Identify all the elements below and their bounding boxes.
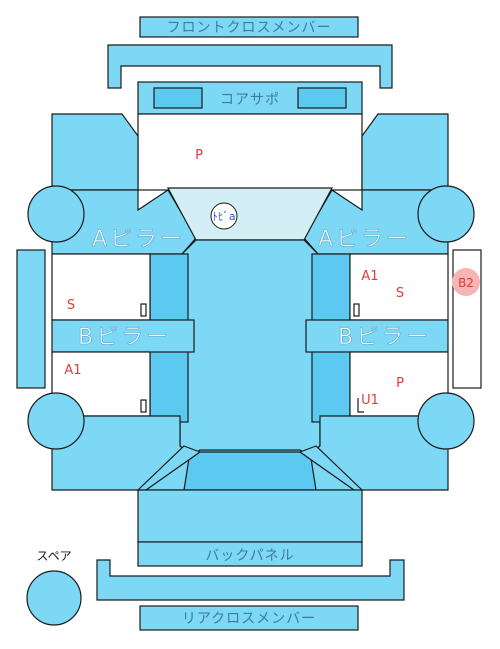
front-bumper[interactable]	[107, 44, 393, 89]
left-side-sill[interactable]	[16, 249, 46, 389]
right-front-door-handle[interactable]	[353, 303, 360, 317]
hood-mark: P	[195, 148, 203, 163]
hood[interactable]: P	[137, 113, 363, 191]
back-panel[interactable]: バックパネル	[137, 541, 363, 567]
left-rear-wheel[interactable]	[27, 392, 85, 450]
right-a-pillar-label: Aピラー	[318, 227, 411, 252]
right-rear-door[interactable]: U1 P	[349, 351, 449, 417]
rear-bumper[interactable]	[96, 559, 405, 601]
back-panel-label: バックパネル	[205, 548, 294, 564]
spare-tire[interactable]: スペア	[26, 549, 82, 626]
windshield[interactable]: ﾄﾋﾞa	[166, 187, 334, 241]
front-cross-member[interactable]: フロントクロスメンバー	[139, 16, 359, 38]
right-front-door-mark-a1: A1	[361, 269, 378, 284]
left-front-fender[interactable]	[51, 113, 139, 191]
roof[interactable]	[179, 239, 321, 463]
right-front-fender[interactable]	[361, 113, 449, 191]
rear-window[interactable]	[183, 451, 317, 491]
left-b-pillar-label: Bピラー	[78, 325, 171, 350]
rear-cross-member[interactable]: リアクロスメンバー	[139, 605, 359, 631]
b2-badge-label: B2	[458, 276, 474, 290]
core-support-label: コアサポ	[220, 92, 280, 108]
left-front-wheel[interactable]	[27, 185, 85, 243]
right-rear-wheel[interactable]	[417, 392, 475, 450]
left-front-door-mark: S	[67, 298, 75, 313]
left-headlight[interactable]	[153, 87, 203, 109]
core-support[interactable]: コアサポ	[137, 81, 363, 115]
right-front-wheel[interactable]	[417, 185, 475, 243]
right-rear-door-mark-p: P	[396, 376, 404, 391]
left-b-pillar[interactable]: Bピラー	[51, 319, 195, 353]
left-front-door[interactable]: S	[51, 253, 151, 321]
windshield-code-circle	[210, 202, 238, 230]
right-b-pillar[interactable]: Bピラー	[305, 319, 449, 353]
windshield-code: ﾄﾋﾞa	[212, 210, 235, 223]
right-headlight[interactable]	[297, 87, 347, 109]
left-rear-door-handle[interactable]	[140, 399, 147, 413]
right-rear-door-mark-u1: U1	[361, 393, 379, 408]
left-a-pillar-label: Aピラー	[92, 227, 185, 252]
right-a-pillar[interactable]: Aピラー	[303, 189, 449, 255]
spare-tire-label: スペア	[36, 549, 71, 563]
right-front-door-mark-s: S	[396, 286, 404, 301]
rear-cross-member-label: リアクロスメンバー	[182, 611, 316, 627]
rear-body[interactable]	[137, 489, 363, 543]
right-front-door[interactable]: A1 S	[349, 253, 449, 321]
left-front-door-handle[interactable]	[140, 303, 147, 317]
trunk[interactable]	[136, 445, 364, 491]
right-rear-door-handle[interactable]	[357, 398, 364, 413]
left-rear-door-mark: A1	[64, 363, 81, 378]
b2-badge[interactable]: B2	[452, 268, 480, 296]
right-b-pillar-label: Bピラー	[338, 325, 431, 350]
front-cross-member-label: フロントクロスメンバー	[167, 20, 332, 36]
